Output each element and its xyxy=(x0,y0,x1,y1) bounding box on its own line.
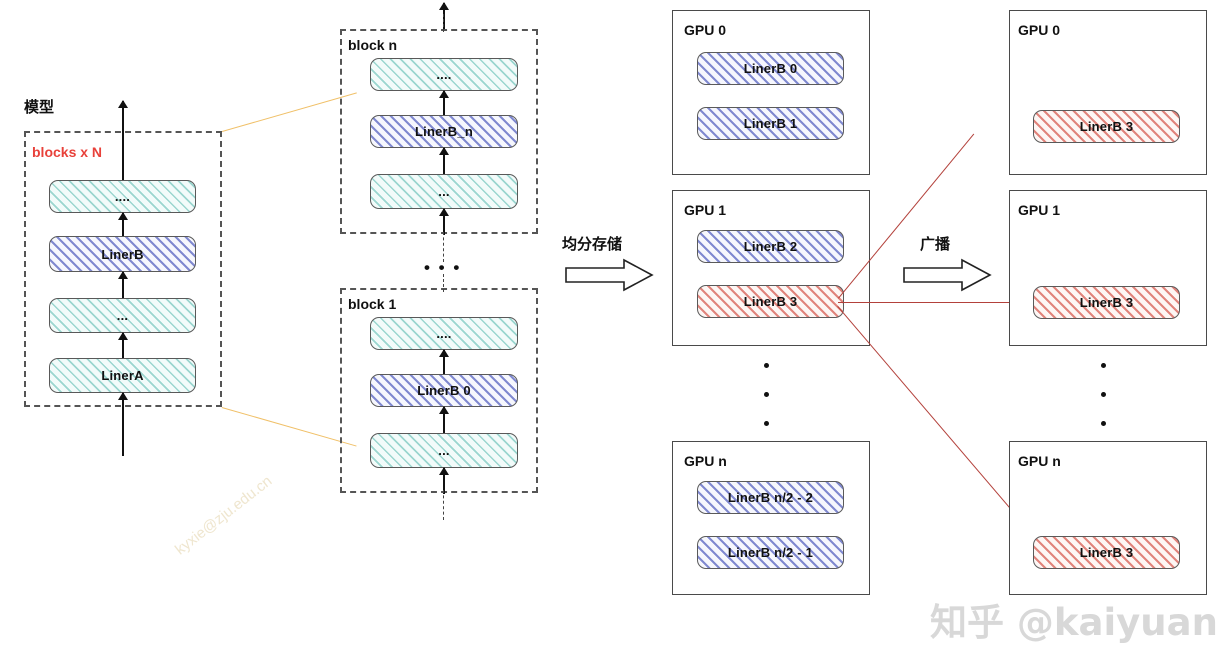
block-1-title: block 1 xyxy=(348,296,397,312)
model-blocks-badge: blocks x N xyxy=(32,144,103,160)
broadcast-gpu-0-box xyxy=(1009,10,1207,175)
model-layer-1-label: LinerB xyxy=(101,246,144,262)
broadcast-gpu-n-box xyxy=(1009,441,1207,595)
broadcast-gpu-n-item-0[interactable]: LinerB 3 xyxy=(1033,536,1180,569)
broadcast-arrow-to-gpu1 xyxy=(838,302,1032,303)
shard-gpu-0-title: GPU 0 xyxy=(684,22,727,38)
broadcast-column-dot-1 xyxy=(1101,392,1106,397)
broadcast-gpu-0-item-0[interactable]: LinerB 3 xyxy=(1033,110,1180,143)
shard-gpu-1-item-0-label: LinerB 2 xyxy=(743,239,798,254)
shard-column-dot-2 xyxy=(764,421,769,426)
shard-gpu-0-item-0-label: LinerB 0 xyxy=(743,61,798,76)
zhihu-watermark: 知乎 @kaiyuan xyxy=(930,601,1218,644)
broadcast-gpu-1-item-0-label: LinerB 3 xyxy=(1079,295,1134,310)
broadcast-column-dot-0 xyxy=(1101,363,1106,368)
shard-gpu-1-item-1[interactable]: LinerB 3 xyxy=(697,285,844,318)
block-n-layer-1[interactable]: LinerB_n xyxy=(370,115,518,148)
broadcast-label: 广播 xyxy=(920,235,951,253)
model-panel-title: 模型 xyxy=(24,98,55,116)
broadcast-gpu-1-title: GPU 1 xyxy=(1018,202,1061,218)
connector-lower-line xyxy=(221,407,357,447)
shard-column-dot-1 xyxy=(764,392,769,397)
block-1-layer-2[interactable]: ... xyxy=(370,433,518,468)
block-1-layer-0-label: .... xyxy=(436,326,452,341)
broadcast-gpu-1-box xyxy=(1009,190,1207,346)
block-1-dash-bottom xyxy=(443,490,444,520)
model-layer-0[interactable]: .... xyxy=(49,180,196,213)
shard-gpu-0-item-1[interactable]: LinerB 1 xyxy=(697,107,844,140)
model-layer-0-label: .... xyxy=(114,189,131,204)
shard-gpu-n-item-1-label: LinerB n/2 - 1 xyxy=(727,545,814,560)
shard-gpu-0-item-1-label: LinerB 1 xyxy=(743,116,798,131)
block-1-dash-top xyxy=(443,274,444,292)
shard-gpu-1-box xyxy=(672,190,870,346)
block-n-layer-2[interactable]: ... xyxy=(370,174,518,209)
shard-gpu-1-item-0[interactable]: LinerB 2 xyxy=(697,230,844,263)
broadcast-gpu-1-item-0[interactable]: LinerB 3 xyxy=(1033,286,1180,319)
shard-column-dot-0 xyxy=(764,363,769,368)
broadcast-column-dot-2 xyxy=(1101,421,1106,426)
model-layer-3[interactable]: LinerA xyxy=(49,358,196,393)
block-1-box xyxy=(340,288,538,493)
shard-gpu-1-item-1-label: LinerB 3 xyxy=(743,294,798,309)
broadcast-gpu-0-title: GPU 0 xyxy=(1018,22,1061,38)
block-1-layer-0[interactable]: .... xyxy=(370,317,518,350)
shard-gpu-0-item-0[interactable]: LinerB 0 xyxy=(697,52,844,85)
broadcast-gpu-n-title: GPU n xyxy=(1018,453,1061,469)
broadcast-gpu-0-item-0-label: LinerB 3 xyxy=(1079,119,1134,134)
block-n-layer-0-label: .... xyxy=(436,67,452,82)
shard-gpu-n-box xyxy=(672,441,870,595)
block-1-layer-2-label: ... xyxy=(438,443,450,458)
block-n-dash-top xyxy=(443,14,444,32)
model-layer-3-label: LinerA xyxy=(101,368,144,383)
broadcast-block-arrow xyxy=(903,258,992,292)
block-n-layer-0[interactable]: .... xyxy=(370,58,518,91)
block-1-layer-1-label: LinerB 0 xyxy=(417,383,471,398)
shard-gpu-n-item-0[interactable]: LinerB n/2 - 2 xyxy=(697,481,844,514)
model-layer-1[interactable]: LinerB xyxy=(49,236,196,272)
block-1-layer-1[interactable]: LinerB 0 xyxy=(370,374,518,407)
connector-upper-line xyxy=(222,92,357,132)
blocks-ellipsis: • • • xyxy=(424,258,462,277)
block-n-title: block n xyxy=(348,37,398,53)
block-n-dash-bottom xyxy=(443,232,444,262)
block-n-layer-1-label: LinerB_n xyxy=(415,124,473,139)
diagonal-watermark: kyxie@zju.edu.cn xyxy=(172,472,276,559)
shard-gpu-n-title: GPU n xyxy=(684,453,727,469)
shard-block-arrow xyxy=(565,258,654,292)
broadcast-gpu-n-item-0-label: LinerB 3 xyxy=(1079,545,1134,560)
shard-gpu-n-item-1[interactable]: LinerB n/2 - 1 xyxy=(697,536,844,569)
shard-label: 均分存储 xyxy=(562,235,623,253)
model-layer-2-label: ... xyxy=(116,308,129,323)
shard-gpu-n-item-0-label: LinerB n/2 - 2 xyxy=(727,490,814,505)
block-n-box xyxy=(340,29,538,234)
shard-gpu-1-title: GPU 1 xyxy=(684,202,727,218)
model-layer-2[interactable]: ... xyxy=(49,298,196,333)
shard-gpu-0-box xyxy=(672,10,870,175)
block-n-layer-2-label: ... xyxy=(438,184,450,199)
